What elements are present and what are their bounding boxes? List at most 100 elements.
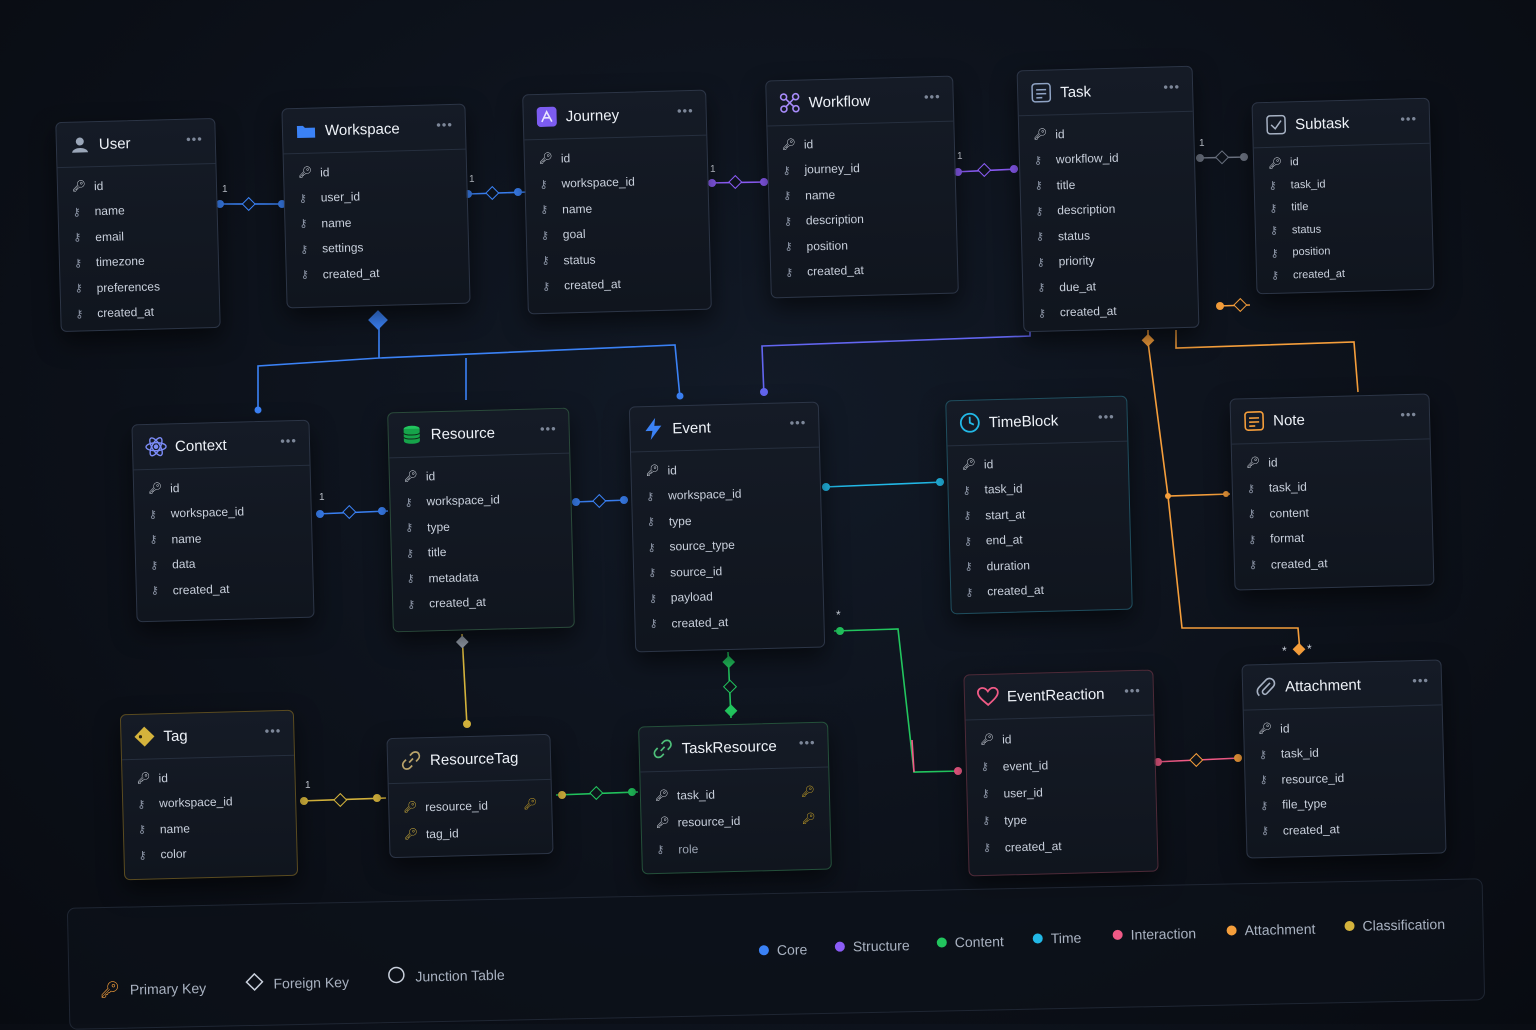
- key-outline-icon: ⚷: [406, 573, 415, 586]
- more-menu-icon[interactable]: •••: [798, 734, 816, 751]
- field-row[interactable]: ⚷created_at: [75, 304, 155, 321]
- structure-dot: [834, 941, 845, 952]
- field-row[interactable]: ⚷created_at: [1270, 267, 1346, 283]
- more-menu-icon[interactable]: •••: [1163, 79, 1181, 95]
- more-menu-icon[interactable]: •••: [539, 420, 557, 437]
- entity-title: Task: [1059, 82, 1092, 101]
- key-outline-icon: ⚷: [74, 282, 83, 295]
- field-row[interactable]: 🔑︎resource_id🔑︎: [403, 798, 538, 814]
- more-menu-icon[interactable]: •••: [280, 433, 298, 449]
- key-outline-icon: ⚷: [962, 484, 971, 497]
- key-outline-icon: ⚷: [299, 243, 309, 256]
- field-row[interactable]: ⚷created_at: [965, 583, 1045, 599]
- entity-timeblock[interactable]: TimeBlock ••• 🔑︎id ⚷task_id ⚷start_at ⚷e…: [945, 395, 1133, 615]
- field-row[interactable]: ⚷created_at: [785, 263, 865, 279]
- more-menu-icon[interactable]: •••: [923, 88, 941, 105]
- field-list: 🔑︎task_id🔑︎ 🔑︎resource_id🔑︎ ⚷role: [640, 768, 830, 864]
- entity-attachment[interactable]: Attachment ••• 🔑︎id ⚷task_id ⚷resource_i…: [1241, 659, 1447, 859]
- key-icon: 🔑︎: [979, 733, 995, 747]
- key-outline-icon: ⚷: [1258, 748, 1268, 761]
- more-menu-icon[interactable]: •••: [1400, 406, 1418, 423]
- folder-icon: [295, 120, 318, 143]
- key-outline-icon: ⚷: [646, 516, 656, 529]
- entity-event[interactable]: Event ••• 🔑︎id ⚷workspace_id ⚷type ⚷sour…: [628, 401, 826, 653]
- core-dot: [758, 945, 770, 956]
- key-outline-icon: ⚷: [1247, 508, 1256, 521]
- link-icon: [651, 738, 674, 761]
- entity-title: EventReaction: [1006, 685, 1105, 705]
- field-row[interactable]: ⚷created_at: [1248, 555, 1328, 572]
- entity-title: Resource: [430, 424, 496, 443]
- key-outline-icon: ⚷: [1037, 307, 1047, 320]
- link-workspace-tree: [257, 322, 681, 412]
- entity-taskresource[interactable]: TaskResource ••• 🔑︎task_id🔑︎ 🔑︎resource_…: [638, 721, 832, 875]
- field-row[interactable]: ⚷color: [138, 846, 187, 862]
- field-row[interactable]: ⚷role: [656, 841, 699, 857]
- more-menu-icon[interactable]: •••: [676, 102, 694, 119]
- key-outline-icon: ⚷: [148, 508, 158, 521]
- database-icon: [400, 423, 423, 446]
- more-menu-icon[interactable]: •••: [789, 414, 807, 431]
- clock-icon: [959, 411, 982, 434]
- key-outline-icon: ⚷: [299, 218, 308, 231]
- key-icon: 🔑︎: [800, 785, 816, 799]
- more-menu-icon[interactable]: •••: [436, 116, 454, 133]
- entity-header: Subtask •••: [1252, 98, 1430, 149]
- key-outline-icon: ⚷: [404, 496, 413, 509]
- key-outline-icon: ⚷: [405, 547, 415, 560]
- key-outline-icon: ⚷: [1270, 269, 1280, 283]
- key-outline-icon: ⚷: [649, 618, 658, 631]
- more-menu-icon[interactable]: •••: [1412, 672, 1430, 689]
- legend-foreign-key: Foreign Key: [245, 971, 349, 994]
- mult-attachment-right: *: [1307, 642, 1312, 656]
- mult-user-workspace: 1: [222, 184, 228, 195]
- key-icon: 🔑︎: [1246, 457, 1261, 470]
- field-row[interactable]: ⚷created_at: [150, 581, 230, 598]
- entity-task[interactable]: Task ••• 🔑︎id ⚷workflow_id ⚷title ⚷descr…: [1016, 65, 1200, 333]
- legend-content: Content: [936, 933, 1004, 950]
- entity-workflow[interactable]: Workflow ••• 🔑︎id ⚷journey_id ⚷name ⚷des…: [765, 75, 959, 299]
- key-icon: 🔑︎: [1258, 723, 1273, 736]
- entity-resourcetag[interactable]: ResourceTag 🔑︎resource_id🔑︎ 🔑︎tag_id: [386, 733, 554, 859]
- entity-note[interactable]: Note ••• 🔑︎id ⚷task_id ⚷content ⚷format …: [1229, 393, 1435, 591]
- entity-subtask[interactable]: Subtask ••• 🔑︎id ⚷task_id ⚷title ⚷status…: [1251, 97, 1435, 295]
- key-outline-icon: ⚷: [1260, 825, 1270, 838]
- field-row[interactable]: 🔑︎tag_id: [403, 825, 459, 841]
- entity-title: Attachment: [1284, 676, 1362, 696]
- mult-journey-workflow: 1: [710, 164, 716, 175]
- more-menu-icon[interactable]: •••: [1400, 111, 1418, 127]
- entity-title: Subtask: [1294, 114, 1350, 133]
- key-outline-icon: ⚷: [300, 269, 310, 282]
- entity-eventreaction[interactable]: EventReaction ••• 🔑︎id ⚷event_id ⚷user_i…: [963, 669, 1159, 877]
- field-row[interactable]: ⚷created_at: [1037, 304, 1117, 320]
- field-row[interactable]: ⚷created_at: [300, 265, 380, 282]
- entity-journey[interactable]: Journey ••• 🔑︎id ⚷workspace_id ⚷name ⚷go…: [522, 89, 712, 315]
- field-row[interactable]: ⚷created_at: [542, 277, 622, 293]
- entity-tag[interactable]: Tag ••• 🔑︎id ⚷workspace_id ⚷name ⚷color: [119, 709, 299, 881]
- more-menu-icon[interactable]: •••: [1097, 408, 1115, 425]
- more-menu-icon[interactable]: •••: [1124, 682, 1142, 699]
- legend-structure: Structure: [834, 937, 910, 955]
- key-outline-icon: ⚷: [1033, 154, 1043, 167]
- field-row[interactable]: ⚷created_at: [649, 614, 729, 631]
- field-row[interactable]: ⚷created_at: [982, 838, 1062, 855]
- key-icon: 🔑︎: [403, 828, 419, 841]
- entity-user[interactable]: User ••• 🔑︎id ⚷name ⚷email ⚷timezone ⚷pr…: [55, 117, 221, 333]
- field-row[interactable]: ⚷created_at: [1260, 821, 1340, 838]
- entity-resource[interactable]: Resource ••• 🔑︎id ⚷workspace_id ⚷type ⚷t…: [387, 407, 575, 633]
- more-menu-icon[interactable]: •••: [185, 131, 203, 147]
- link-event-eventreaction: [833, 628, 963, 773]
- key-icon: 🔑︎: [654, 789, 670, 803]
- key-outline-icon: ⚷: [784, 241, 793, 254]
- paperclip-icon: [1255, 676, 1278, 699]
- entity-context[interactable]: Context ••• 🔑︎id ⚷workspace_id ⚷name ⚷da…: [131, 419, 315, 623]
- field-list: 🔑︎id ⚷task_id ⚷start_at ⚷end_at ⚷duratio…: [947, 442, 1131, 606]
- key-outline-icon: ⚷: [964, 561, 973, 574]
- more-menu-icon[interactable]: •••: [264, 723, 282, 739]
- field-row[interactable]: ⚷created_at: [407, 595, 487, 611]
- field-list: 🔑︎id ⚷task_id ⚷title ⚷status ⚷position ⚷…: [1254, 144, 1434, 288]
- legend-attachment: Attachment: [1226, 921, 1316, 939]
- key-outline-icon: ⚷: [1034, 179, 1043, 193]
- key-icon: 🔑︎: [403, 801, 418, 814]
- entity-workspace[interactable]: Workspace ••• 🔑︎id ⚷user_id ⚷name ⚷setti…: [281, 103, 471, 309]
